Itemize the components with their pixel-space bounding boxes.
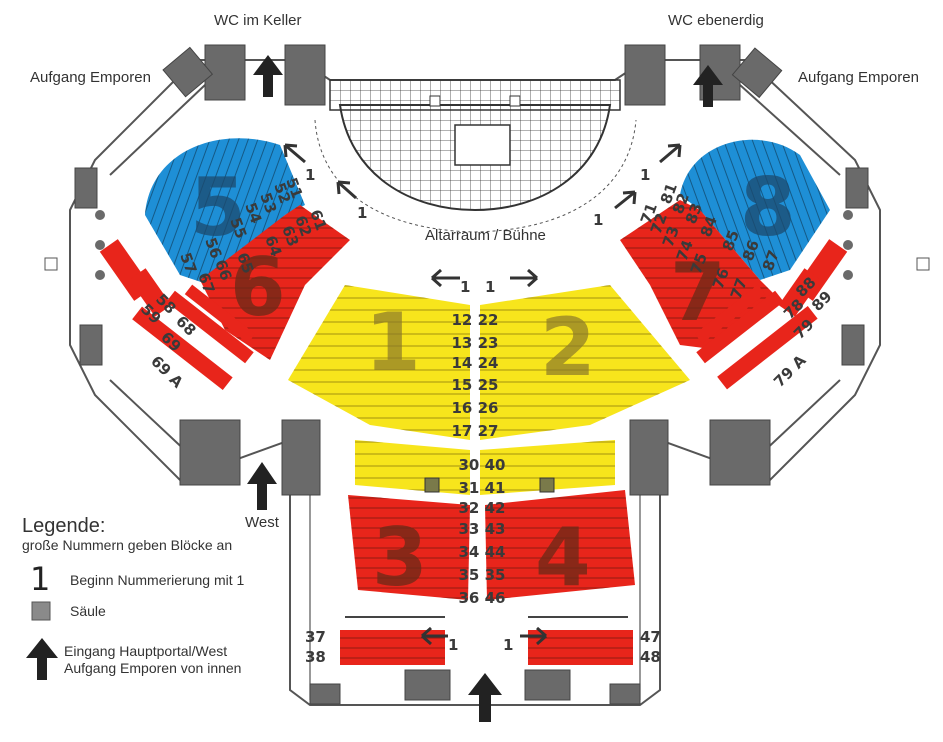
walls	[74, 44, 869, 705]
row-label: 13 23	[452, 334, 499, 352]
stairs-right-label: Aufgang Emporen	[798, 69, 919, 86]
block-6-number: 6	[230, 241, 286, 334]
row-numbers-center: 12 22 13 23 14 24 15 25 16 26 17 27 30 4…	[452, 311, 506, 607]
row-label: 36 46	[459, 589, 506, 607]
row-label: 30 40	[459, 456, 506, 474]
legend-subtitle: große Nummern geben Blöcke an	[22, 537, 232, 553]
row-label: 34 44	[459, 543, 506, 561]
legend-number-symbol: 1	[30, 560, 50, 598]
row-label: 38	[305, 648, 326, 666]
row-label: 12 22	[452, 311, 499, 329]
block-5[interactable]: 5	[145, 138, 305, 285]
block-5-number: 5	[190, 161, 246, 254]
row-label: 48	[640, 648, 661, 666]
svg-text:1: 1	[593, 211, 603, 229]
svg-text:79 A: 79 A	[770, 351, 810, 391]
altar-stage	[314, 79, 637, 233]
legend-arrow-text-2: Aufgang Emporen von innen	[64, 660, 241, 676]
window-right	[916, 257, 930, 271]
row-numbers-gallery-west: 51 52 53 54 55 56 57 61 62 63 64 65 66 6…	[176, 175, 330, 296]
row-label: 33 43	[459, 520, 506, 538]
block-1-number: 1	[365, 296, 421, 389]
svg-text:1: 1	[485, 278, 495, 296]
svg-text:1: 1	[460, 278, 470, 296]
row-label: 16 26	[452, 399, 499, 417]
arrow-up-icon	[247, 462, 277, 510]
block-8[interactable]: 8	[680, 139, 830, 280]
svg-text:69 A: 69 A	[147, 352, 187, 392]
arrow-up-icon	[693, 65, 723, 107]
start-marker-nave: 1 1	[431, 268, 538, 296]
window-left	[44, 257, 58, 271]
start-marker-northwest: 1 1	[283, 143, 367, 222]
block-2[interactable]: 2	[480, 285, 690, 440]
legend-pillar-swatch	[31, 601, 51, 621]
legend-number-text: Beginn Nummerierung mit 1	[70, 572, 245, 588]
east-side-rows[interactable]	[694, 239, 848, 390]
block-1[interactable]: 1	[288, 285, 470, 440]
arrow-up-icon	[253, 55, 283, 97]
west-label: West	[245, 514, 280, 531]
block-8-number: 8	[740, 161, 796, 254]
pillar	[539, 477, 555, 493]
block-2-number: 2	[540, 301, 596, 394]
row-label: 31 41	[459, 479, 506, 497]
block-3[interactable]: 3	[348, 495, 470, 604]
row-label: 47	[640, 628, 661, 646]
block-4[interactable]: 4	[485, 490, 635, 604]
pillar	[424, 477, 440, 493]
row-label: 17 27	[452, 422, 499, 440]
svg-text:1: 1	[640, 166, 650, 184]
legend-arrow-text-1: Eingang Hauptportal/West	[64, 643, 227, 659]
svg-text:1: 1	[357, 204, 367, 222]
row-label: 35 35	[459, 566, 506, 584]
row-label: 14 24	[452, 354, 499, 372]
altar-label: Altarraum / Bühne	[425, 227, 546, 244]
stairs-left-label: Aufgang Emporen	[30, 69, 151, 86]
start-marker-northeast: 1 1	[593, 143, 682, 229]
block-3-number: 3	[372, 511, 428, 604]
row-label: 37	[305, 628, 326, 646]
wc-ground-label: WC ebenerdig	[668, 12, 764, 29]
arrow-up-icon	[468, 673, 502, 722]
wc-basement-label: WC im Keller	[214, 12, 302, 29]
back-rows-right[interactable]	[528, 616, 633, 665]
row-label: 15 25	[452, 376, 499, 394]
block-4-number: 4	[535, 511, 591, 604]
arrow-up-icon	[26, 638, 58, 680]
svg-text:1: 1	[305, 166, 315, 184]
west-side-rows[interactable]	[99, 239, 256, 391]
svg-text:1: 1	[448, 636, 458, 654]
start-marker-back: 1 1	[421, 626, 547, 654]
legend: Legende: große Nummern geben Blöcke an 1…	[22, 515, 245, 680]
row-label: 32 42	[459, 499, 506, 517]
legend-title: Legende:	[22, 515, 105, 537]
svg-text:1: 1	[503, 636, 513, 654]
block-30-strip[interactable]	[355, 440, 615, 495]
legend-pillar-text: Säule	[70, 603, 106, 619]
row-numbers-back: 37 38 47 48	[305, 628, 661, 666]
